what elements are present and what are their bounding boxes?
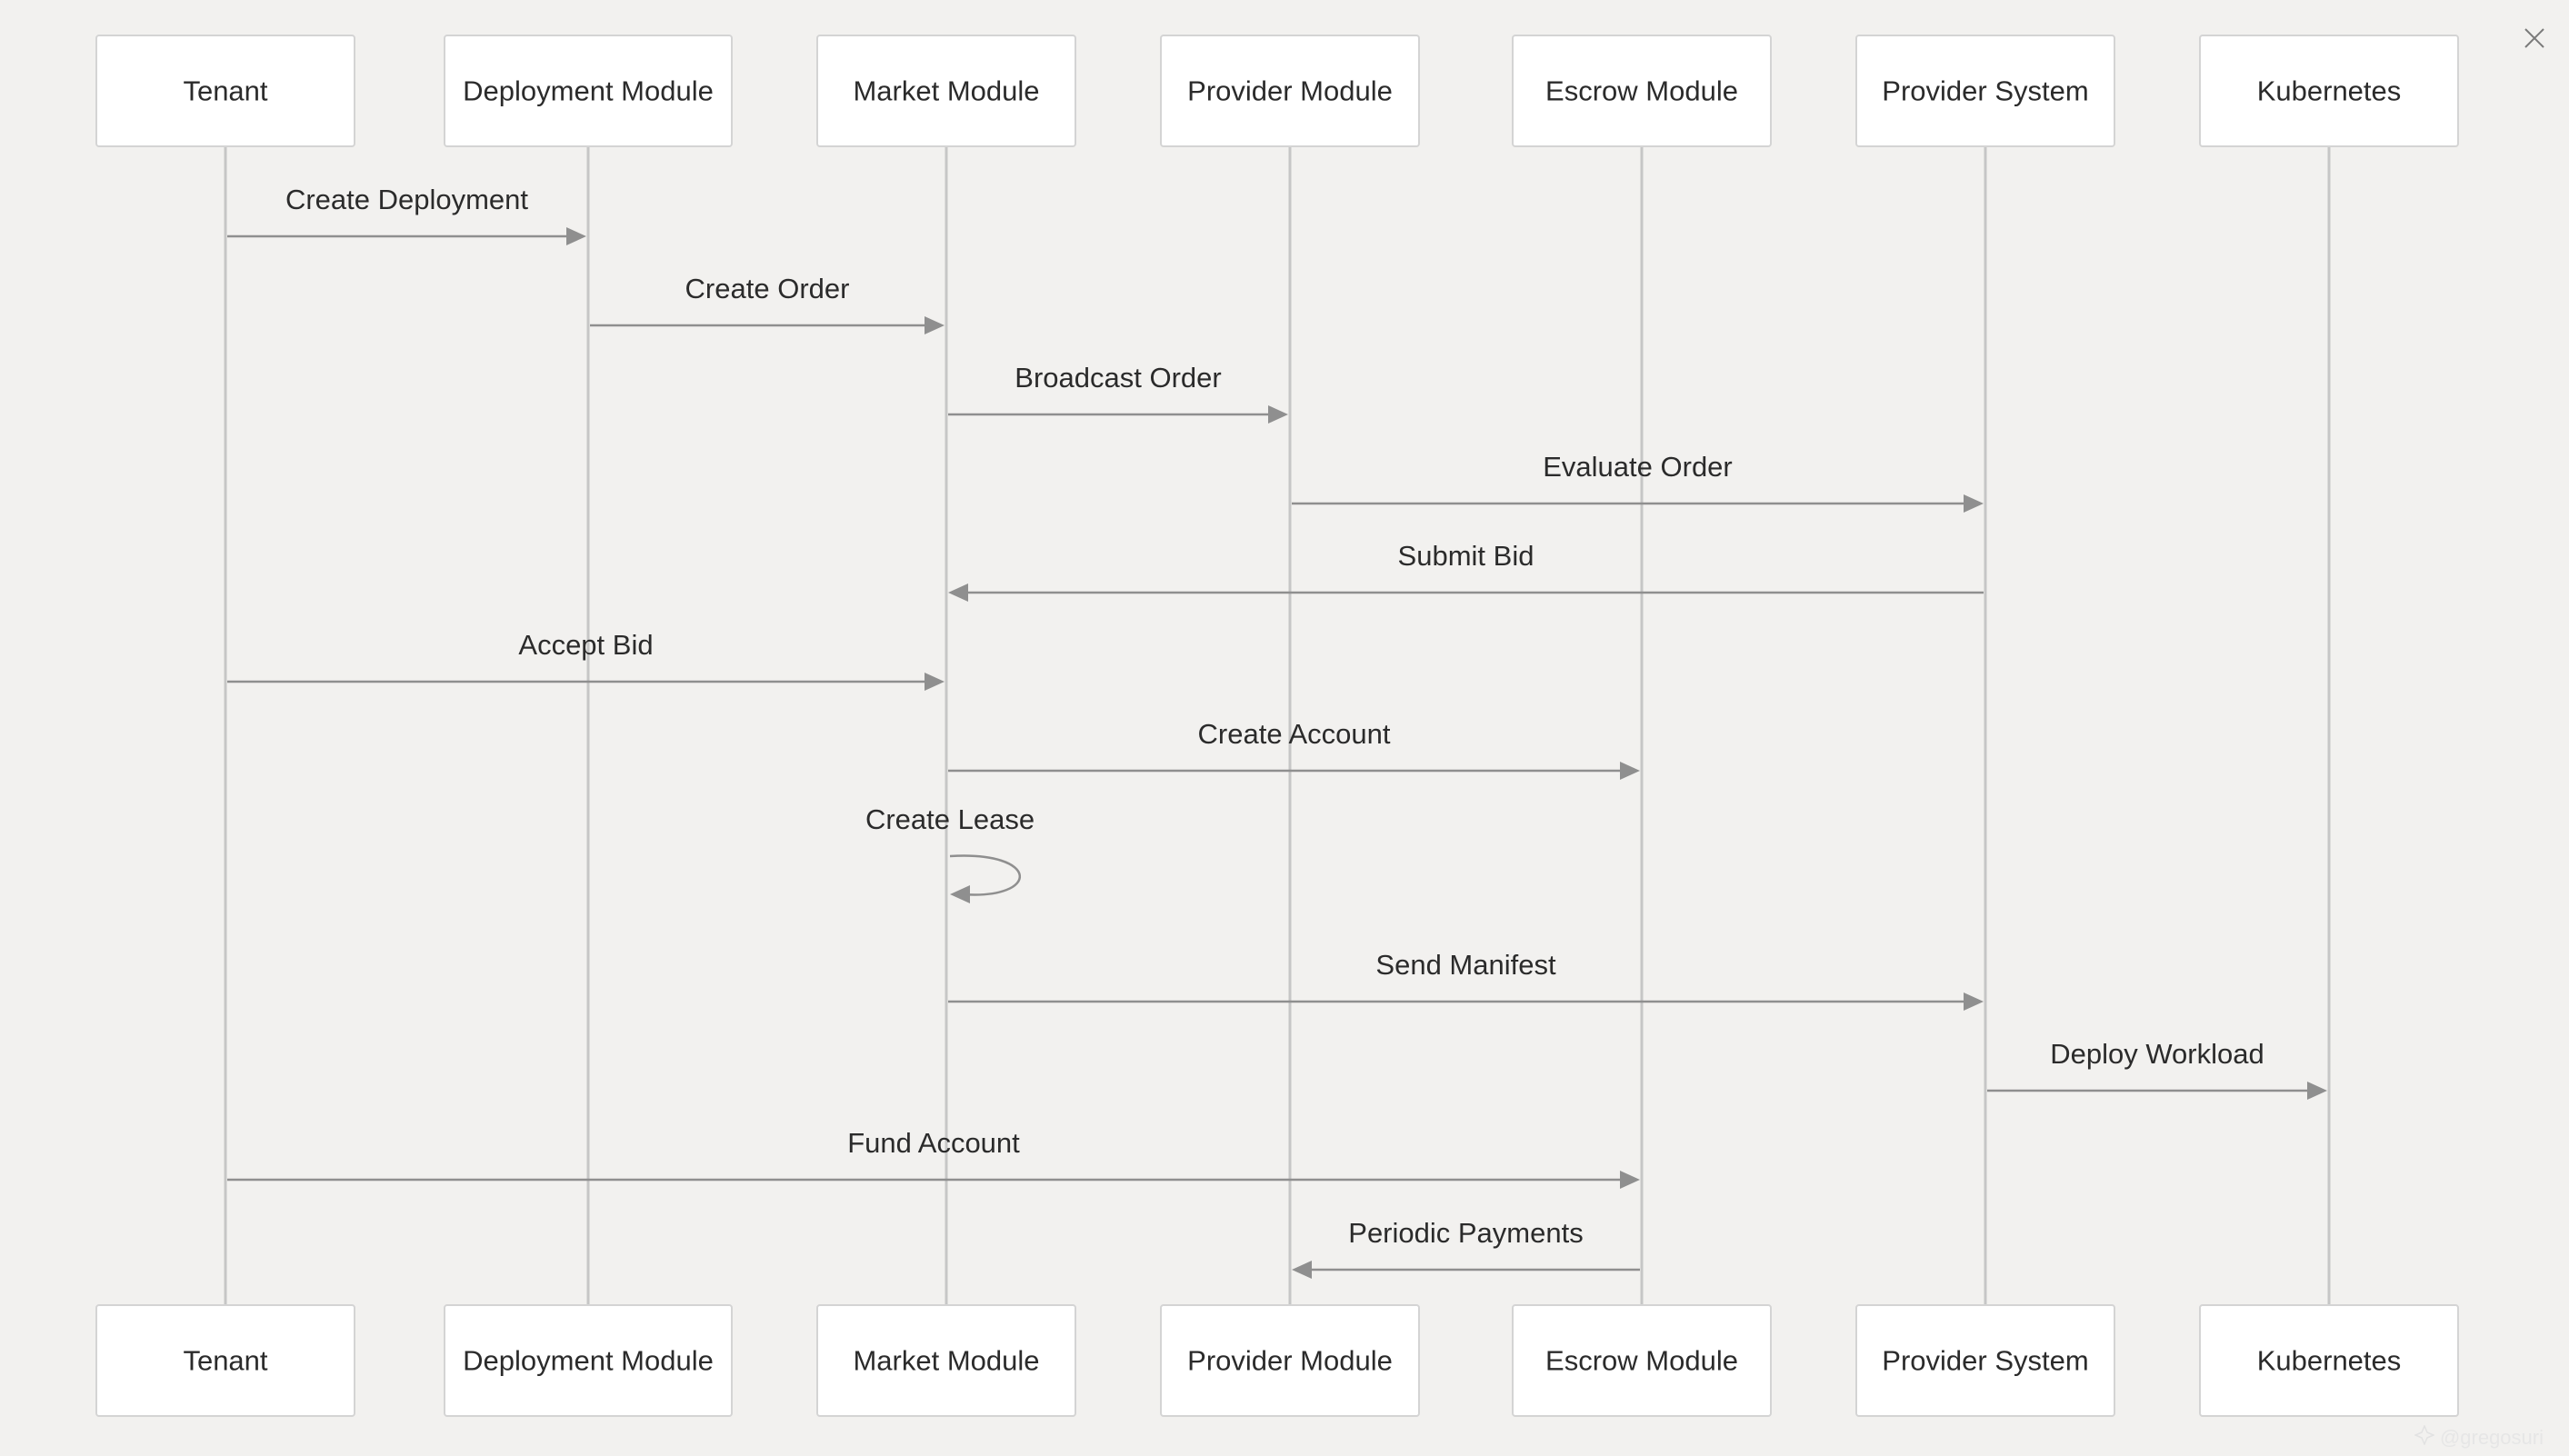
message-label: Accept Bid xyxy=(518,629,653,661)
message-arrowhead xyxy=(566,227,586,245)
message-4: Evaluate Order xyxy=(1292,451,1984,513)
actor-box xyxy=(1855,35,2115,147)
actor-box xyxy=(816,1304,1076,1417)
message-12: Periodic Payments xyxy=(1292,1217,1640,1279)
actor-box xyxy=(2199,35,2459,147)
actor-box xyxy=(816,35,1076,147)
actor-box xyxy=(1512,1304,1772,1417)
message-arrowhead xyxy=(948,583,968,602)
message-label: Create Deployment xyxy=(285,184,528,215)
message-label: Fund Account xyxy=(847,1127,1020,1159)
message-arrowhead xyxy=(1268,405,1288,424)
message-arrowhead xyxy=(2307,1082,2327,1100)
actor-market-bottom: Market Module xyxy=(816,1304,1076,1417)
message-10: Deploy Workload xyxy=(1987,1038,2327,1100)
actor-box xyxy=(1160,1304,1420,1417)
actor-box xyxy=(95,35,355,147)
message-label: Create Order xyxy=(685,273,850,304)
actor-label: Kubernetes xyxy=(2257,75,2402,107)
message-label: Evaluate Order xyxy=(1543,451,1733,483)
message-label: Create Lease xyxy=(865,803,1035,835)
message-label: Broadcast Order xyxy=(1015,362,1221,394)
message-6: Accept Bid xyxy=(227,629,945,691)
actor-escrow-bottom: Escrow Module xyxy=(1512,1304,1772,1417)
message-7: Create Account xyxy=(948,718,1640,780)
message-arrowhead xyxy=(925,316,945,334)
message-label: Periodic Payments xyxy=(1348,1217,1583,1249)
actor-k8s-top: Kubernetes xyxy=(2199,35,2459,147)
message-arrowhead xyxy=(925,673,945,691)
actor-label: Deployment Module xyxy=(463,75,714,107)
sparkle-icon xyxy=(2414,1424,2435,1451)
actor-label: Provider System xyxy=(1882,1345,2088,1377)
message-arrowhead xyxy=(1620,1171,1640,1189)
actor-label: Tenant xyxy=(183,75,267,107)
message-label: Submit Bid xyxy=(1398,540,1534,572)
actor-label: Provider System xyxy=(1882,75,2088,107)
message-arrowhead xyxy=(950,885,970,903)
actor-box xyxy=(444,1304,733,1417)
actor-tenant-top: Tenant xyxy=(95,35,355,147)
message-label: Create Account xyxy=(1198,718,1391,750)
actor-label: Market Module xyxy=(853,75,1039,107)
message-arrowhead xyxy=(1620,762,1640,780)
message-1: Create Deployment xyxy=(227,184,586,245)
message-label: Deploy Workload xyxy=(2050,1038,2264,1070)
message-arrowhead xyxy=(1292,1261,1312,1279)
message-arrowhead xyxy=(1964,494,1984,513)
actor-label: Escrow Module xyxy=(1545,75,1738,107)
actor-k8s-bottom: Kubernetes xyxy=(2199,1304,2459,1417)
watermark: @gregosuri xyxy=(2414,1424,2544,1451)
actor-deployment-bottom: Deployment Module xyxy=(444,1304,733,1417)
actor-label: Tenant xyxy=(183,1345,267,1377)
close-button[interactable] xyxy=(2516,22,2553,58)
actor-box xyxy=(2199,1304,2459,1417)
actor-label: Provider Module xyxy=(1187,75,1393,107)
watermark-text: @gregosuri xyxy=(2439,1426,2544,1449)
message-5: Submit Bid xyxy=(948,540,1984,602)
message-arrowhead xyxy=(1964,992,1984,1011)
actor-label: Kubernetes xyxy=(2257,1345,2402,1377)
actor-label: Market Module xyxy=(853,1345,1039,1377)
message-label: Send Manifest xyxy=(1375,949,1556,981)
actor-box xyxy=(95,1304,355,1417)
actor-box xyxy=(1855,1304,2115,1417)
close-icon xyxy=(2524,27,2545,54)
actor-box xyxy=(444,35,733,147)
actor-provider-top: Provider Module xyxy=(1160,35,1420,147)
actor-provsys-bottom: Provider System xyxy=(1855,1304,2115,1417)
actor-escrow-top: Escrow Module xyxy=(1512,35,1772,147)
actor-provider-bottom: Provider Module xyxy=(1160,1304,1420,1417)
message-3: Broadcast Order xyxy=(948,362,1288,424)
actor-deployment-top: Deployment Module xyxy=(444,35,733,147)
actor-tenant-bottom: Tenant xyxy=(95,1304,355,1417)
actor-box xyxy=(1160,35,1420,147)
actor-label: Provider Module xyxy=(1187,1345,1393,1377)
actor-label: Deployment Module xyxy=(463,1345,714,1377)
actor-provsys-top: Provider System xyxy=(1855,35,2115,147)
message-2: Create Order xyxy=(590,273,945,334)
message-11: Fund Account xyxy=(227,1127,1640,1189)
message-9: Send Manifest xyxy=(948,949,1984,1011)
message-8: Create Lease xyxy=(865,803,1035,903)
message-arrow-line xyxy=(949,854,1021,896)
actor-box xyxy=(1512,35,1772,147)
actor-market-top: Market Module xyxy=(816,35,1076,147)
actor-label: Escrow Module xyxy=(1545,1345,1738,1377)
